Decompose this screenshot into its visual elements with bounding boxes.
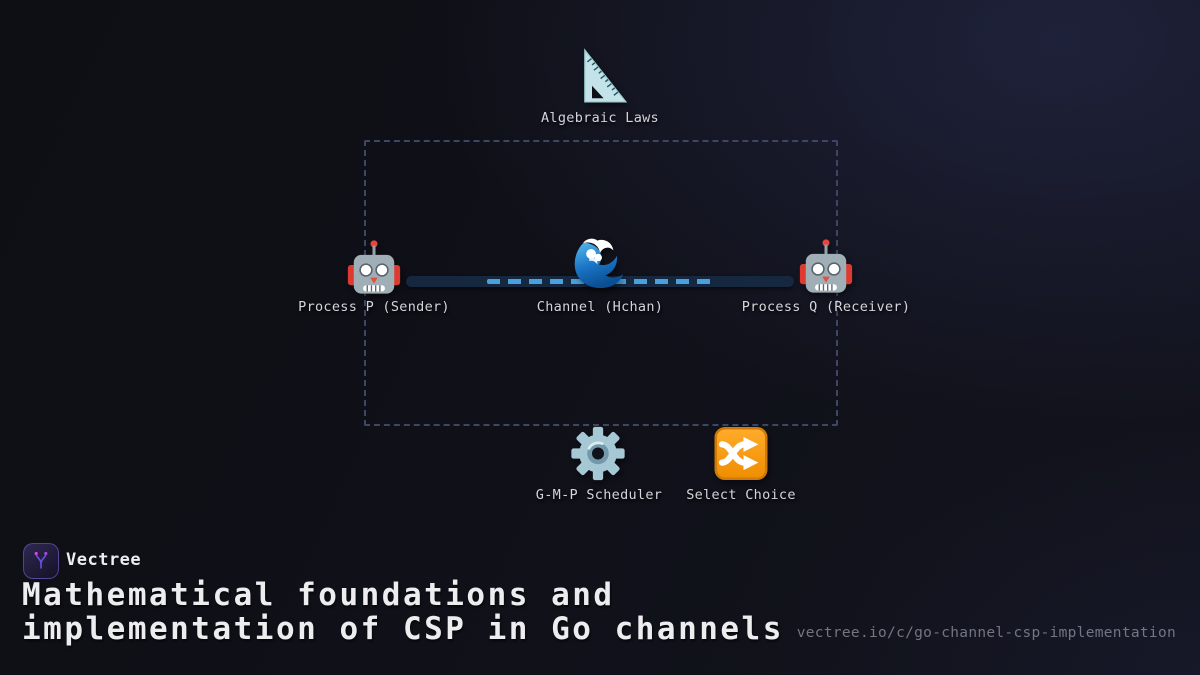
node-label-channel: Channel (Hchan) bbox=[536, 299, 664, 315]
title-line-1: Mathematical foundations and bbox=[22, 577, 615, 613]
node-label-select: Select Choice bbox=[686, 487, 796, 503]
shuffle-icon bbox=[714, 427, 768, 480]
node-label-algebraic-laws: Algebraic Laws bbox=[541, 110, 659, 126]
robot-icon bbox=[799, 239, 853, 293]
node-label-scheduler: G-M-P Scheduler bbox=[535, 487, 663, 503]
node-label-process-p: Process P (Sender) bbox=[298, 299, 450, 315]
title-line-2: implementation of CSP in Go channels bbox=[22, 611, 784, 647]
page-title: Mathematical foundations and implementat… bbox=[22, 578, 784, 646]
triangular-ruler-icon bbox=[584, 48, 628, 103]
vectree-branch-icon bbox=[34, 551, 48, 569]
robot-icon bbox=[347, 240, 401, 294]
brand-name: Vectree bbox=[66, 550, 142, 570]
gear-icon bbox=[571, 426, 625, 481]
page-url: vectree.io/c/go-channel-csp-implementati… bbox=[796, 625, 1176, 641]
node-label-process-q: Process Q (Receiver) bbox=[741, 299, 911, 315]
wave-icon bbox=[574, 238, 624, 289]
brand-logo bbox=[23, 543, 59, 579]
